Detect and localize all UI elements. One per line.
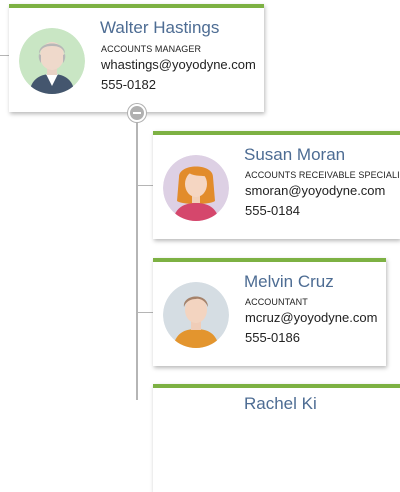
connector-report-2 xyxy=(137,312,153,313)
employee-email: smoran@yoyodyne.com xyxy=(245,183,386,198)
employee-name: Melvin Cruz xyxy=(244,272,334,291)
connector-report-1 xyxy=(137,185,153,186)
employee-name: Rachel Ki xyxy=(244,394,317,413)
employee-title: ACCOUNTS RECEIVABLE SPECIALIS xyxy=(245,170,400,180)
employee-phone: 555-0184 xyxy=(245,203,300,218)
man-gray-hair-avatar-icon xyxy=(19,28,85,94)
org-card-report-2[interactable]: Melvin Cruz ACCOUNTANT mcruz@yoyodyne.co… xyxy=(153,258,386,366)
employee-email: whastings@yoyodyne.com xyxy=(101,57,256,72)
org-card-report-1[interactable]: Susan Moran ACCOUNTS RECEIVABLE SPECIALI… xyxy=(153,131,400,239)
collapse-toggle-button[interactable] xyxy=(128,104,146,122)
org-card-report-3[interactable]: Rachel Ki xyxy=(153,384,400,492)
employee-name: Susan Moran xyxy=(244,145,346,164)
org-card-manager[interactable]: Walter Hastings ACCOUNTS MANAGER whastin… xyxy=(9,4,264,112)
employee-phone: 555-0182 xyxy=(101,77,156,92)
woman-orange-hair-avatar-icon xyxy=(163,155,229,221)
employee-title: ACCOUNTS MANAGER xyxy=(101,44,202,54)
man-brown-hair-avatar-icon xyxy=(163,282,229,348)
employee-phone: 555-0186 xyxy=(245,330,300,345)
employee-name: Walter Hastings xyxy=(100,18,220,37)
employee-email: mcruz@yoyodyne.com xyxy=(245,310,378,325)
employee-title: ACCOUNTANT xyxy=(245,297,308,307)
connector-reports-trunk xyxy=(136,120,138,400)
connector-manager-left xyxy=(0,55,9,56)
